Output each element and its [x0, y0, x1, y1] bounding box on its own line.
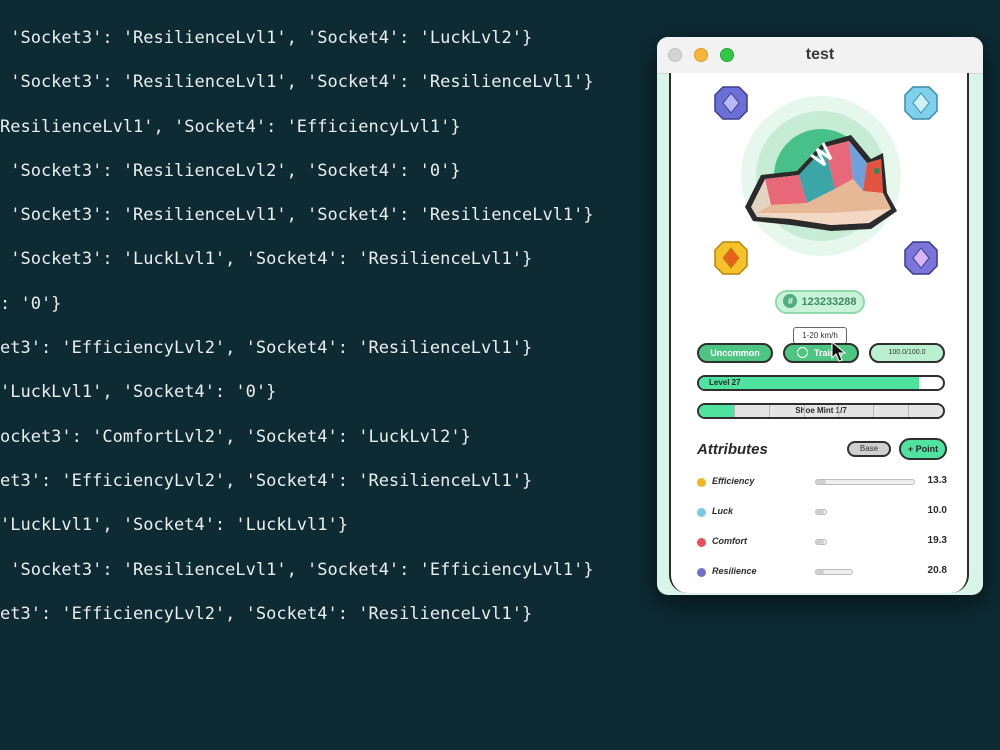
shoe-type-label: Trainer — [814, 348, 845, 358]
attribute-name: Resilience — [712, 566, 757, 576]
terminal-line: 'Socket3': 'ResilienceLvl2', 'Socket4': … — [0, 160, 461, 181]
speed-tooltip: 1-20 km/h — [793, 327, 847, 344]
terminal-line: et3': 'EfficiencyLvl2', 'Socket4': 'Resi… — [0, 603, 533, 624]
attribute-bar — [815, 569, 853, 575]
socket-top-right-gem-icon[interactable] — [903, 85, 939, 121]
terminal-line: : '0'} — [0, 293, 62, 314]
add-point-button[interactable]: + Point — [899, 438, 947, 460]
attribute-row-efficiency: Efficiency 13.3 — [697, 475, 947, 491]
resilience-icon — [697, 568, 706, 577]
durability-badge: 100.0/100.0 — [869, 343, 945, 363]
hash-icon: # — [783, 294, 798, 308]
terminal-line: et3': 'EfficiencyLvl2', 'Socket4': 'Resi… — [0, 470, 533, 491]
attribute-value: 13.3 — [927, 475, 947, 486]
window-title: test — [805, 46, 835, 63]
comfort-icon — [697, 538, 706, 547]
window-titlebar[interactable]: test — [657, 37, 983, 74]
mint-segment-divider — [873, 405, 875, 417]
mint-segment-divider — [908, 405, 910, 417]
mouse-cursor-icon — [831, 341, 847, 362]
shoe-id-badge: #123233288 — [775, 290, 865, 314]
terminal-line: 'LuckLvl1', 'Socket4': '0'} — [0, 382, 277, 403]
terminal-line: 'Socket3': 'LuckLvl1', 'Socket4': 'Resil… — [0, 249, 533, 270]
level-label: Level 27 — [709, 378, 741, 387]
shoe-id: 123233288 — [801, 296, 857, 308]
attribute-value: 20.8 — [927, 565, 947, 576]
mint-progress-bar: Shoe Mint 1/7 — [697, 403, 945, 419]
mint-label: Shoe Mint 1/7 — [795, 406, 847, 415]
terminal-line: ocket3': 'ComfortLvl2', 'Socket4': 'Luck… — [0, 426, 471, 447]
app-window: test — [657, 37, 983, 595]
level-progress-bar: Level 27 — [697, 375, 945, 391]
socket-bottom-left-gem-icon[interactable] — [713, 240, 749, 276]
mint-progress-fill — [699, 405, 734, 417]
socket-top-left-gem-icon[interactable] — [713, 85, 749, 121]
attribute-row-comfort: Comfort 19.3 — [697, 535, 947, 551]
mint-segment-divider — [838, 405, 840, 417]
terminal-line: 'Socket3': 'ResilienceLvl1', 'Socket4': … — [0, 72, 594, 93]
minimize-button[interactable] — [694, 48, 708, 62]
attribute-name: Comfort — [712, 536, 747, 546]
level-progress-fill — [699, 377, 919, 389]
attribute-value: 10.0 — [927, 505, 947, 516]
terminal-line: 'Socket3': 'ResilienceLvl1', 'Socket4': … — [0, 205, 594, 226]
terminal-line: ResilienceLvl1', 'Socket4': 'EfficiencyL… — [0, 116, 461, 137]
base-button[interactable]: Base — [847, 441, 891, 457]
attribute-bar-fill — [816, 540, 824, 544]
rarity-badge[interactable]: Uncommon — [697, 343, 773, 363]
attributes-heading: Attributes — [697, 441, 768, 458]
attribute-bar — [815, 509, 827, 515]
attribute-bar — [815, 539, 827, 545]
terminal-line: 'LuckLvl1', 'Socket4': 'LuckLvl1'} — [0, 515, 348, 536]
mint-segment-divider — [733, 405, 735, 417]
close-button[interactable] — [668, 48, 682, 62]
attribute-row-resilience: Resilience 20.8 — [697, 565, 947, 581]
sneaker-image — [745, 135, 897, 231]
socket-bottom-right-gem-icon[interactable] — [903, 240, 939, 276]
attribute-bar-fill — [816, 480, 826, 484]
luck-icon — [697, 508, 706, 517]
shoe-type-button[interactable]: Trainer — [783, 343, 859, 363]
attribute-bar-fill — [816, 510, 824, 514]
clock-icon — [797, 347, 808, 358]
terminal-line: 'Socket3': 'ResilienceLvl1', 'Socket4': … — [0, 28, 533, 48]
attribute-name: Efficiency — [712, 476, 755, 486]
mint-segment-divider — [768, 405, 770, 417]
attribute-value: 19.3 — [927, 535, 947, 546]
attribute-bar — [815, 479, 915, 485]
terminal-line: 'Socket3': 'ResilienceLvl1', 'Socket4': … — [0, 559, 594, 580]
terminal-line: et3': 'EfficiencyLvl2', 'Socket4': 'Resi… — [0, 338, 533, 359]
attribute-bar-fill — [816, 570, 824, 574]
sneaker-detail-panel: #123233288 1-20 km/h Uncommon Trainer 10… — [669, 73, 969, 593]
attribute-row-luck: Luck 10.0 — [697, 505, 947, 521]
maximize-button[interactable] — [720, 48, 734, 62]
attribute-name: Luck — [712, 506, 734, 516]
efficiency-icon — [697, 478, 706, 487]
mint-segment-divider — [803, 405, 805, 417]
